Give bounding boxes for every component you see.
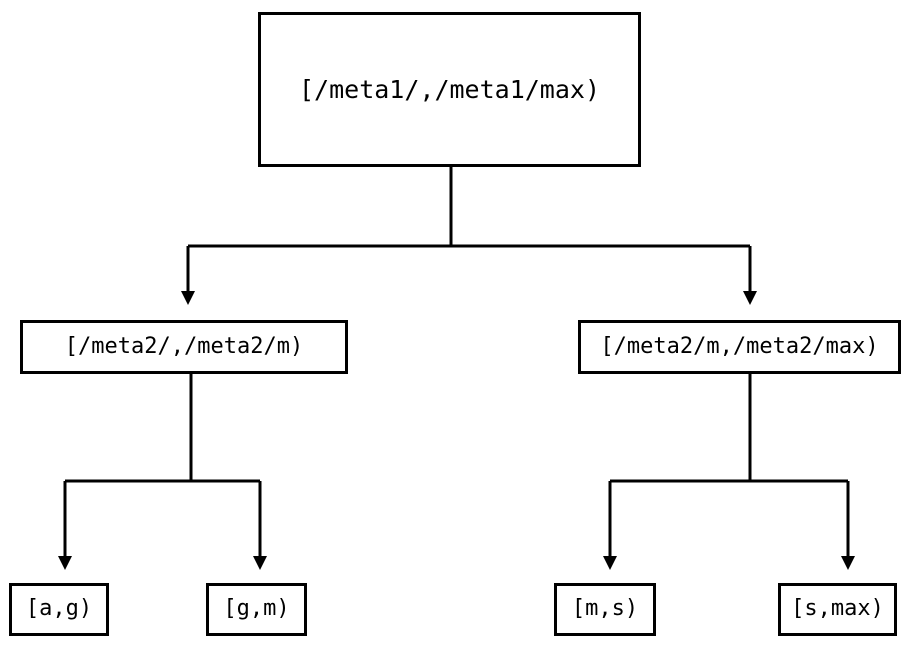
node-mid-right[interactable]: [/meta2/m,/meta2/max) — [578, 320, 901, 374]
arrowhead-to-leaf-smax — [841, 556, 855, 570]
node-leaf-s-max[interactable]: [s,max) — [778, 583, 897, 636]
arrowhead-to-leaf-gm — [253, 556, 267, 570]
node-root[interactable]: [/meta1/,/meta1/max) — [258, 12, 641, 167]
arrowhead-to-mid-right — [743, 291, 757, 305]
node-leaf-m-s[interactable]: [m,s) — [554, 583, 656, 636]
arrowhead-to-leaf-ms — [603, 556, 617, 570]
node-mid-left[interactable]: [/meta2/,/meta2/m) — [20, 320, 348, 374]
node-leaf-a-g[interactable]: [a,g) — [9, 583, 109, 636]
node-leaf-g-m[interactable]: [g,m) — [206, 583, 307, 636]
arrowhead-to-mid-left — [181, 291, 195, 305]
arrowhead-to-leaf-ag — [58, 556, 72, 570]
